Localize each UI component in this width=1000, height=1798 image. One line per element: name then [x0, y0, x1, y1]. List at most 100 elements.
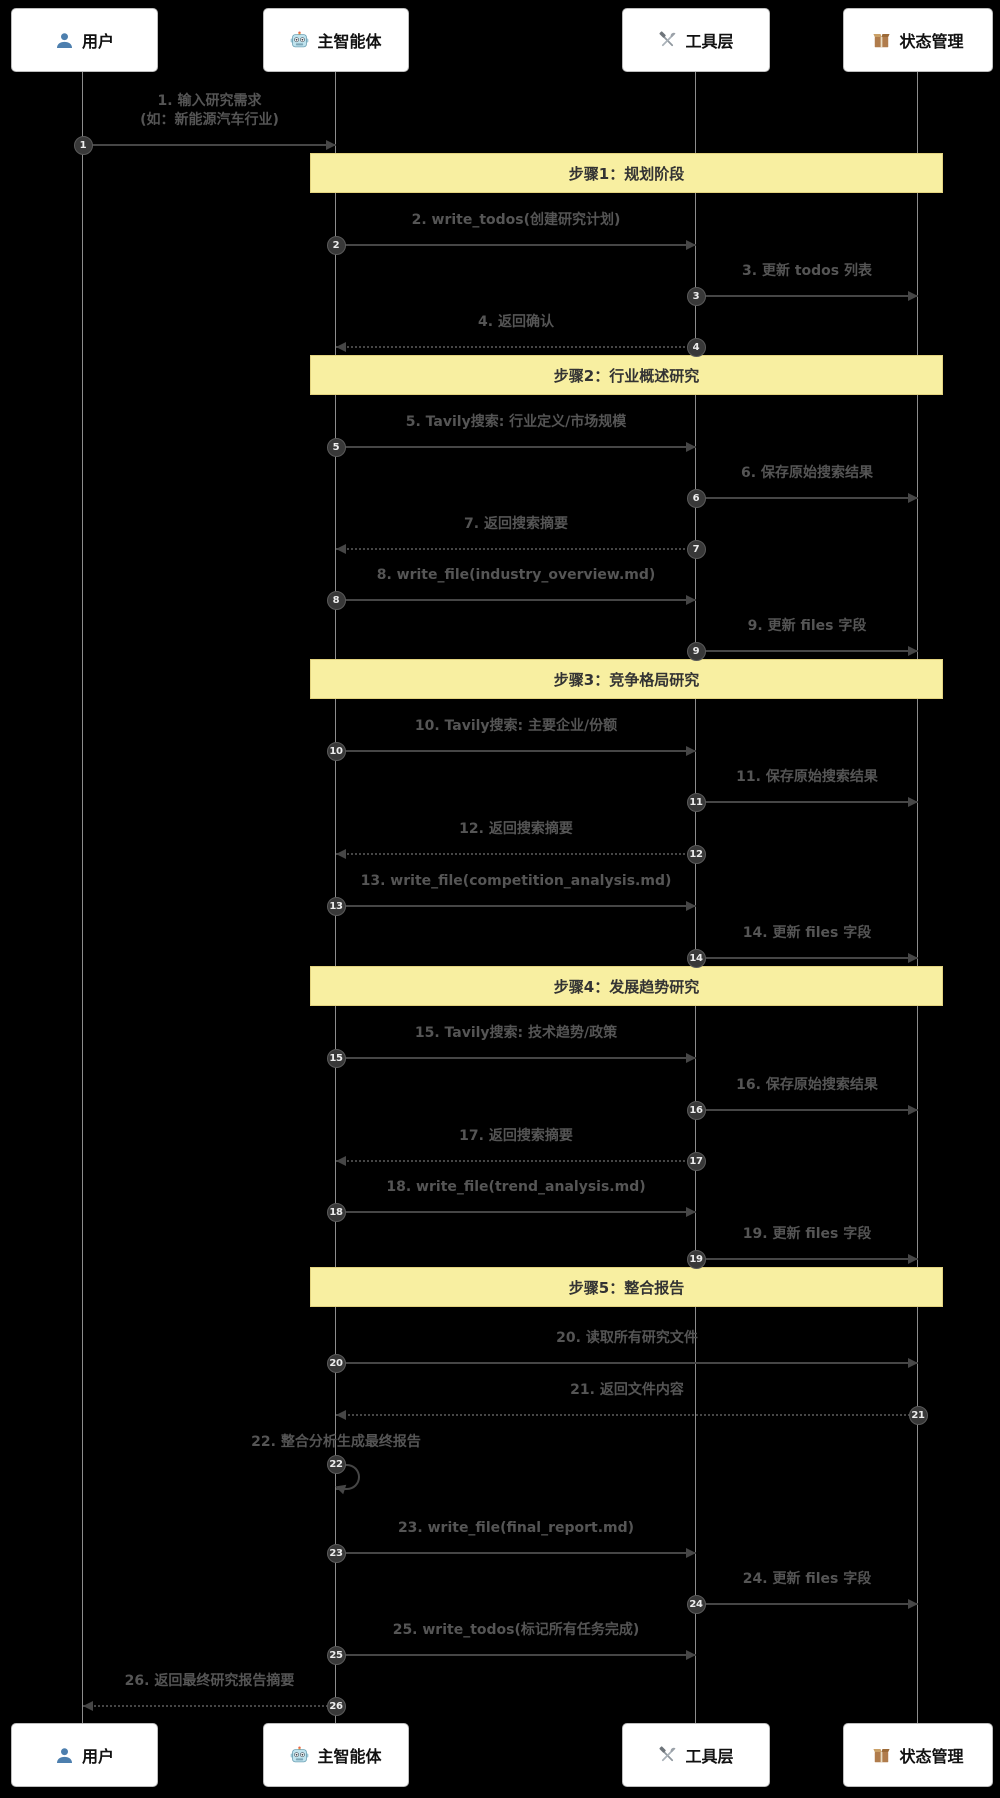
arrowhead [686, 1650, 696, 1660]
message-arrow [336, 1160, 696, 1162]
message-label: 1. 输入研究需求(如：新能源汽车行业) [140, 93, 279, 128]
sequence-number: 3 [686, 286, 706, 306]
phase-banner-label: 步骤3：竞争格局研究 [553, 670, 700, 689]
actor-box-agent-top: 主智能体 [263, 8, 409, 72]
arrowhead [908, 493, 918, 503]
message-arrow [336, 1552, 696, 1554]
sequence-number: 4 [686, 337, 706, 357]
person-icon [55, 1746, 74, 1765]
arrowhead [686, 442, 696, 452]
message-label: 6. 保存原始搜索结果 [741, 465, 873, 481]
sequence-number: 6 [686, 488, 706, 508]
message-arrow [336, 853, 696, 855]
message-label: 4. 返回确认 [478, 314, 554, 330]
message-label: 2. write_todos(创建研究计划) [411, 212, 621, 228]
message-label: 11. 保存原始搜索结果 [736, 769, 878, 785]
person-icon [55, 31, 74, 50]
phase-banner-2: 步骤2：行业概述研究 [310, 355, 943, 395]
message-arrow [336, 1362, 918, 1364]
actor-label: 主智能体 [317, 32, 382, 51]
sequence-number: 10 [326, 741, 346, 761]
phase-banner-label: 步骤2：行业概述研究 [553, 366, 700, 385]
message-arrow [336, 1057, 696, 1059]
phase-banner-5: 步骤5：整合报告 [310, 1267, 943, 1307]
robot-icon [290, 1745, 309, 1765]
message-arrow [336, 750, 696, 752]
message-arrow [336, 905, 696, 907]
message-arrow [336, 599, 696, 601]
lifeline-user [82, 70, 84, 1724]
arrowhead [686, 240, 696, 250]
sequence-number: 8 [326, 590, 346, 610]
message-label: 5. Tavily搜索: 行业定义/市场规模 [405, 414, 627, 430]
message-label: 9. 更新 files 字段 [747, 618, 867, 634]
message-label: 20. 读取所有研究文件 [556, 1330, 698, 1346]
sequence-number: 22 [326, 1455, 346, 1474]
message-label: 22. 整合分析生成最终报告 [251, 1434, 421, 1450]
message-label: 12. 返回搜索摘要 [459, 821, 573, 837]
actor-box-state-top: 状态管理 [843, 8, 993, 72]
arrowhead [908, 953, 918, 963]
message-arrow [83, 144, 336, 146]
phase-banner-label: 步骤5：整合报告 [568, 1278, 685, 1297]
message-arrow [83, 1705, 336, 1707]
message-arrow [336, 1414, 918, 1416]
actor-label: 用户 [81, 1747, 114, 1766]
phase-banner-4: 步骤4：发展趋势研究 [310, 966, 943, 1006]
message-label: 21. 返回文件内容 [570, 1382, 684, 1398]
message-label: 8. write_file(industry_overview.md) [376, 567, 656, 583]
message-arrow [696, 1603, 918, 1605]
sequence-number: 7 [686, 539, 706, 559]
arrowhead [908, 1358, 918, 1368]
arrowhead [336, 342, 346, 352]
sequence-number: 17 [686, 1151, 706, 1171]
arrowhead [686, 901, 696, 911]
message-arrow [696, 801, 918, 803]
self-loop [336, 1464, 360, 1490]
sequence-number: 16 [686, 1100, 706, 1120]
actor-label: 工具层 [685, 1747, 734, 1766]
message-label: 24. 更新 files 字段 [742, 1571, 872, 1587]
sequence-number: 20 [326, 1353, 346, 1373]
sequence-number: 12 [686, 844, 706, 864]
arrowhead [908, 1254, 918, 1264]
message-arrow [696, 650, 918, 652]
sequence-number: 21 [908, 1405, 928, 1425]
message-arrow [336, 548, 696, 550]
message-arrow [696, 957, 918, 959]
sequence-number: 13 [326, 896, 346, 916]
message-label: 18. write_file(trend_analysis.md) [386, 1179, 646, 1195]
hammer-wrench-icon [658, 30, 677, 50]
message-label: 26. 返回最终研究报告摘要 [124, 1673, 295, 1689]
sequence-number: 2 [326, 235, 346, 255]
sequence-number: 9 [686, 641, 706, 661]
actor-label: 用户 [81, 32, 114, 51]
sequence-number: 23 [326, 1543, 346, 1563]
message-arrow [336, 1654, 696, 1656]
arrowhead [908, 1599, 918, 1609]
message-label: 16. 保存原始搜索结果 [736, 1077, 878, 1093]
sequence-number: 5 [326, 437, 346, 457]
arrowhead [908, 291, 918, 301]
arrowhead [686, 746, 696, 756]
robot-icon [290, 30, 309, 50]
sequence-number: 19 [686, 1249, 706, 1269]
phase-banner-label: 步骤1：规划阶段 [568, 164, 685, 183]
arrowhead [908, 797, 918, 807]
message-arrow [696, 1109, 918, 1111]
phase-banner-3: 步骤3：竞争格局研究 [310, 659, 943, 699]
phase-banner-1: 步骤1：规划阶段 [310, 153, 943, 193]
message-arrow [336, 346, 696, 348]
arrowhead [83, 1701, 93, 1711]
actor-box-user-top: 用户 [11, 8, 158, 72]
message-label: 14. 更新 files 字段 [742, 925, 872, 941]
sequence-number: 18 [326, 1202, 346, 1222]
message-label: 17. 返回搜索摘要 [459, 1128, 573, 1144]
actor-box-tools-bottom: 工具层 [622, 1723, 770, 1787]
actor-label: 主智能体 [317, 1747, 382, 1766]
lifeline-tools [695, 70, 697, 1724]
sequence-number: 1 [73, 135, 93, 155]
message-label: 19. 更新 files 字段 [742, 1226, 872, 1242]
package-icon [872, 31, 891, 50]
sequence-number: 15 [326, 1048, 346, 1068]
